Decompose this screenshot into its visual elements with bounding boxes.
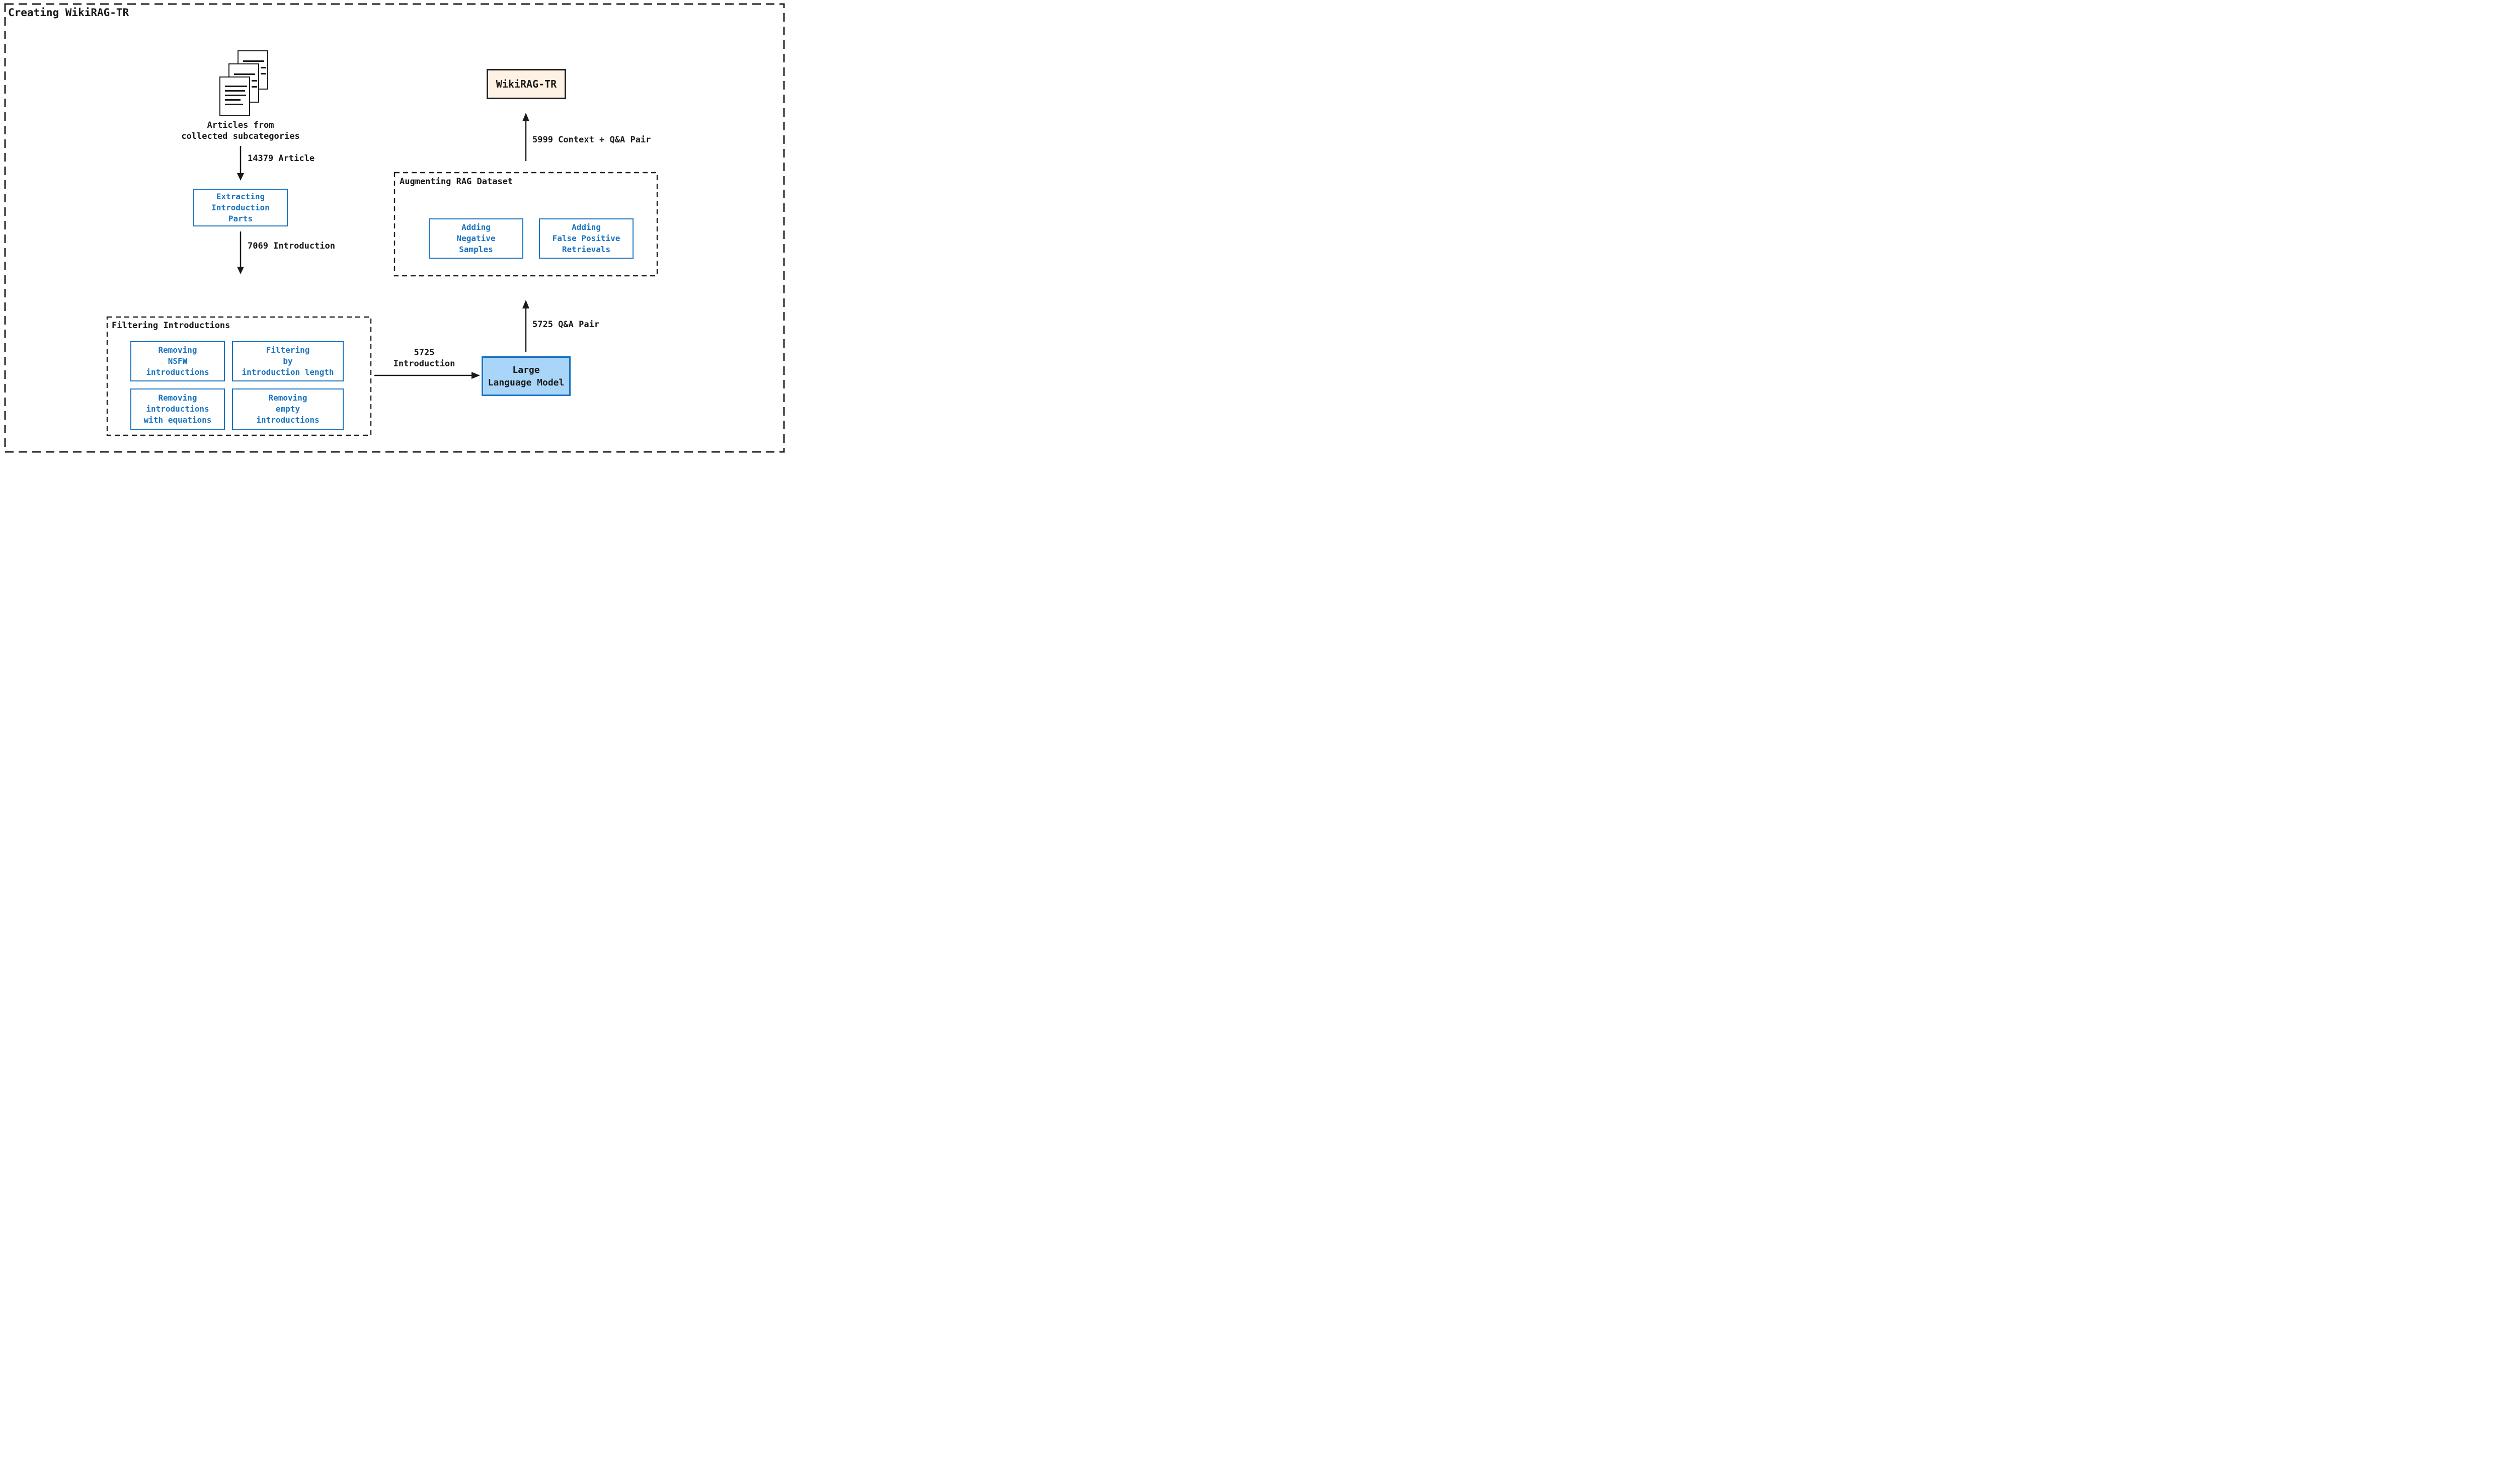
flow-label-filtered-introductions: 5725 Introduction: [393, 348, 455, 369]
source-caption: Articles from collected subcategories: [181, 120, 300, 141]
augment-box-false-positive: Adding False Positive Retrievals: [539, 218, 634, 259]
filter-box-length: Filtering by introduction length: [232, 341, 344, 381]
flow-label-introductions: 7069 Introduction: [248, 241, 335, 251]
augmenting-group-border: [394, 172, 658, 277]
arrow-articles-to-extracting: [237, 146, 244, 181]
outer-dashed-border: [4, 3, 785, 453]
arrow-llm-to-augmenting: [522, 300, 529, 352]
arrow-filtering-to-llm: [374, 372, 480, 379]
wikirag-tr-output-box: WikiRAG-TR: [487, 69, 566, 99]
arrow-extracting-to-filtering: [237, 231, 244, 274]
diagram-canvas: Creating WikiRAG-TR Articles from collec…: [0, 0, 789, 457]
arrow-augmenting-to-output: [522, 113, 529, 161]
augment-box-negative-samples: Adding Negative Samples: [429, 218, 523, 259]
filter-box-nsfw: Removing NSFW introductions: [130, 341, 225, 381]
filtering-group-label: Filtering Introductions: [112, 321, 230, 331]
doc-page-front: [219, 76, 250, 116]
documents-stack-icon: [219, 50, 300, 117]
extracting-introduction-parts-box: Extracting Introduction Parts: [193, 189, 288, 226]
augmenting-group-label: Augmenting RAG Dataset: [400, 177, 513, 187]
diagram-connectors: [4, 3, 785, 453]
filter-box-empty: Removing empty introductions: [232, 388, 344, 430]
large-language-model-box: Large Language Model: [482, 356, 571, 396]
flow-label-articles: 14379 Article: [248, 153, 315, 164]
filter-box-equations: Removing introductions with equations: [130, 388, 225, 430]
filtering-group-border: [106, 316, 372, 436]
flow-label-context-qa-pairs: 5999 Context + Q&A Pair: [532, 135, 651, 145]
flow-label-qa-pairs: 5725 Q&A Pair: [532, 320, 600, 330]
page-title: Creating WikiRAG-TR: [8, 7, 129, 19]
